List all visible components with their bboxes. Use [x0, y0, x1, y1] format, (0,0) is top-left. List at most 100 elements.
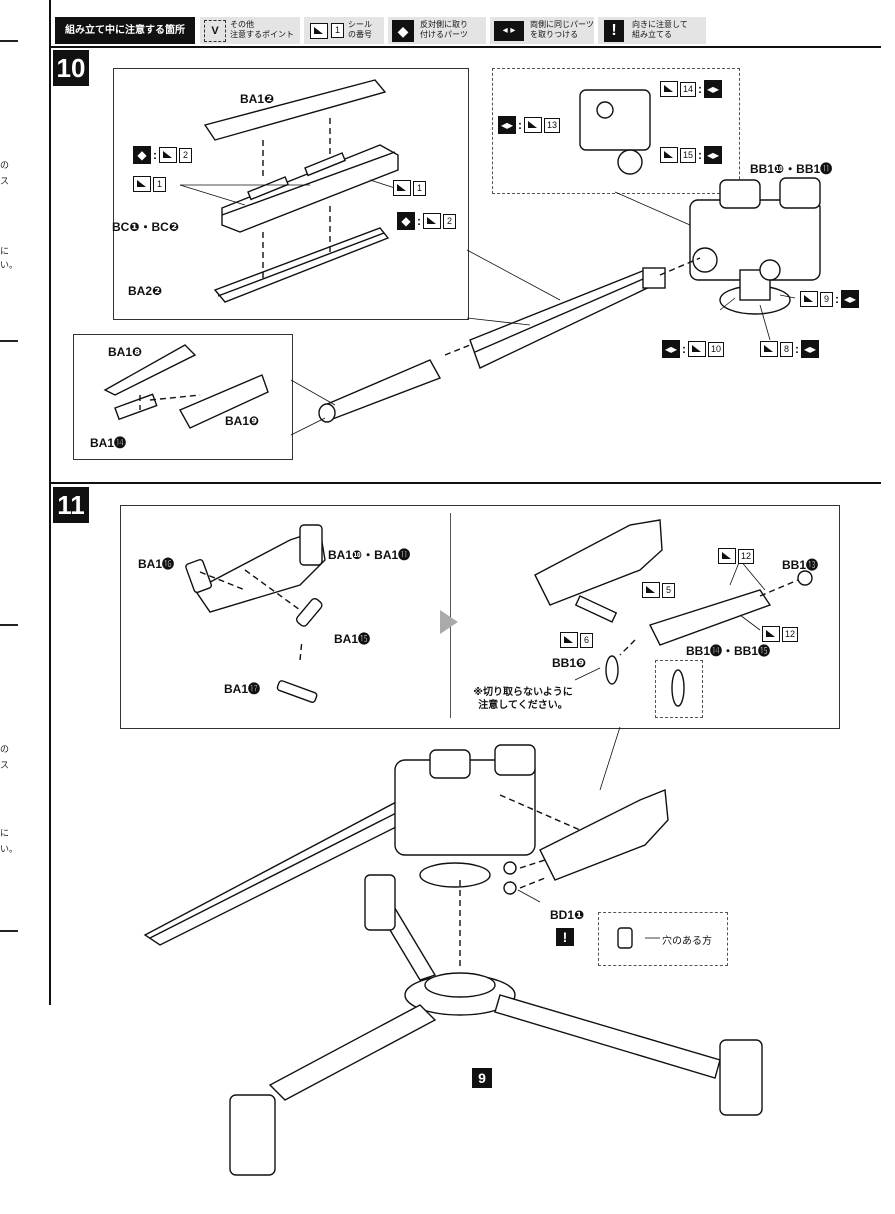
- scope-part: [649, 589, 772, 646]
- part-label-ba1-8: BA1❽: [108, 345, 143, 359]
- part-label-bb1-10-11: BB1❿・BB1⓫: [750, 162, 833, 176]
- cap-part: [797, 570, 813, 586]
- sticker-number: 5: [662, 582, 675, 598]
- part-label-bb1-9: BB1❾: [552, 656, 587, 670]
- legend-text: シール の番号: [348, 20, 372, 39]
- step11-rule: [51, 482, 881, 484]
- sticker-icon: [642, 582, 660, 598]
- legend-text: 両側に同じパーツ を取りつける: [530, 20, 594, 39]
- both-sides-icon: ◂▸: [704, 146, 722, 164]
- reverse-sticker-2a: ◆: 2: [133, 146, 192, 164]
- part-label-bd1-1: BD1❶: [550, 908, 585, 922]
- sticker-number: 8: [780, 341, 793, 357]
- foot-back: [364, 874, 396, 931]
- sticker-5: 5: [642, 582, 675, 598]
- margin-rule: [0, 340, 18, 342]
- barrel-end: [642, 267, 666, 289]
- part-label-ba1-9: BA1❾: [225, 414, 260, 428]
- tripod-leg-front: [268, 1004, 437, 1101]
- sticker-icon: [423, 213, 441, 229]
- exclamation-icon: !: [604, 20, 624, 42]
- step10-rule: [51, 46, 881, 48]
- sticker-icon: [800, 291, 818, 307]
- sticker-number: 12: [738, 548, 754, 564]
- sticker-14-both: 14 :◂▸: [660, 80, 722, 98]
- sticker-icon: [393, 180, 411, 196]
- reverse-side-icon: ◆: [397, 212, 415, 230]
- both-sticker-13: ◂▸: 13: [498, 116, 560, 134]
- margin-fragment: い。: [0, 260, 19, 270]
- detail-sensor-part: [579, 89, 651, 151]
- sticker-1a: 1: [133, 176, 166, 192]
- legend-item-reverse: ◆ 反対側に取り 付けるパーツ: [388, 17, 486, 44]
- sticker-12a: 12: [718, 548, 754, 564]
- sticker-9-both: 9 :◂▸: [800, 290, 859, 308]
- reverse-side-icon: ◆: [392, 20, 414, 42]
- sticker-number: 14: [680, 81, 696, 97]
- both-sides-icon: ◂▸: [801, 340, 819, 358]
- margin-fragment: の: [0, 744, 10, 754]
- sticker-icon: [660, 147, 678, 163]
- part-label-ba1-14: BA1⓮: [90, 436, 127, 450]
- legend-text: 向きに注意して 組み立てる: [632, 20, 688, 39]
- part-label-ba1-10-11: BA1❿・BA1⓫: [328, 548, 411, 562]
- both-sides-icon: ◂▸: [498, 116, 516, 134]
- margin-fragment: い。: [0, 844, 19, 854]
- sticker-number: 1: [413, 180, 426, 196]
- margin-fragment: に: [0, 246, 10, 256]
- step-number-11: 11: [53, 487, 89, 523]
- legend-item-other: V その他 注意するポイント: [200, 17, 300, 44]
- sticker-number: 6: [580, 632, 593, 648]
- sticker-6: 6: [560, 632, 593, 648]
- muzzle-brake-part: [103, 344, 197, 396]
- margin-rule: [0, 624, 18, 626]
- sticker-icon: [310, 23, 328, 39]
- margin-fragment: ス: [0, 176, 10, 186]
- part-label-ba1-17: BA1⓱: [224, 682, 261, 696]
- gun-receiver-part: [193, 529, 326, 613]
- sticker-icon: [762, 626, 780, 642]
- part-label-bb1-14-15: BB1⓮・BB1⓯: [686, 644, 771, 658]
- side-gun-part: [539, 789, 669, 881]
- sticker-icon: [133, 176, 151, 192]
- sticker-1b: 1: [393, 180, 426, 196]
- sticker-number: 1: [331, 23, 344, 38]
- legend-item-orient: ! 向きに注意して 組み立てる: [598, 17, 706, 44]
- legend-text: その他 注意するポイント: [230, 20, 294, 39]
- grip-part: [185, 558, 213, 594]
- sticker-number: 15: [680, 147, 696, 163]
- sticker-number: 1: [153, 176, 166, 192]
- assembled-gun-part: [534, 519, 663, 606]
- part-label-ba2-2: BA2❷: [128, 284, 163, 298]
- sticker-number: 9: [820, 291, 833, 307]
- sticker-icon: [560, 632, 578, 648]
- part-label-ba1-2: BA1❷: [240, 92, 275, 106]
- sticker-8-both: 8 :◂▸: [760, 340, 819, 358]
- page-divider: [49, 0, 51, 1005]
- legend-item-both: ◂ ▸ 両側に同じパーツ を取りつける: [490, 17, 594, 44]
- both-sticker-10: ◂▸: 10: [662, 340, 724, 358]
- margin-fragment: ス: [0, 760, 10, 770]
- tripod-leg-right: [494, 994, 721, 1079]
- step-number-10: 10: [53, 50, 89, 86]
- arrow-right-icon: [440, 610, 458, 634]
- reverse-side-icon: ◆: [133, 146, 151, 164]
- bb1-9-part: [605, 655, 619, 685]
- sticker-15-both: 15 :◂▸: [660, 146, 722, 164]
- legend-title: 組み立て中に注意する箇所: [55, 17, 195, 44]
- reverse-sticker-2b: ◆: 2: [397, 212, 456, 230]
- margin-fragment: の: [0, 160, 10, 170]
- foot-left: [229, 1094, 276, 1176]
- part-label-ba1-15: BA1⓯: [334, 632, 371, 646]
- sticker-icon: [760, 341, 778, 357]
- sticker-icon: [718, 548, 736, 564]
- hole-side-label: 穴のある方: [662, 936, 712, 947]
- sticker-icon: [159, 147, 177, 163]
- muzzle-cone-part: [179, 374, 269, 429]
- legend-text: 反対側に取り 付けるパーツ: [420, 20, 468, 39]
- top-cover-part: [203, 79, 387, 141]
- margin-rule: [0, 40, 18, 42]
- both-sides-icon: ◂▸: [662, 340, 680, 358]
- part-label-ba1-16: BA1⓰: [138, 557, 175, 571]
